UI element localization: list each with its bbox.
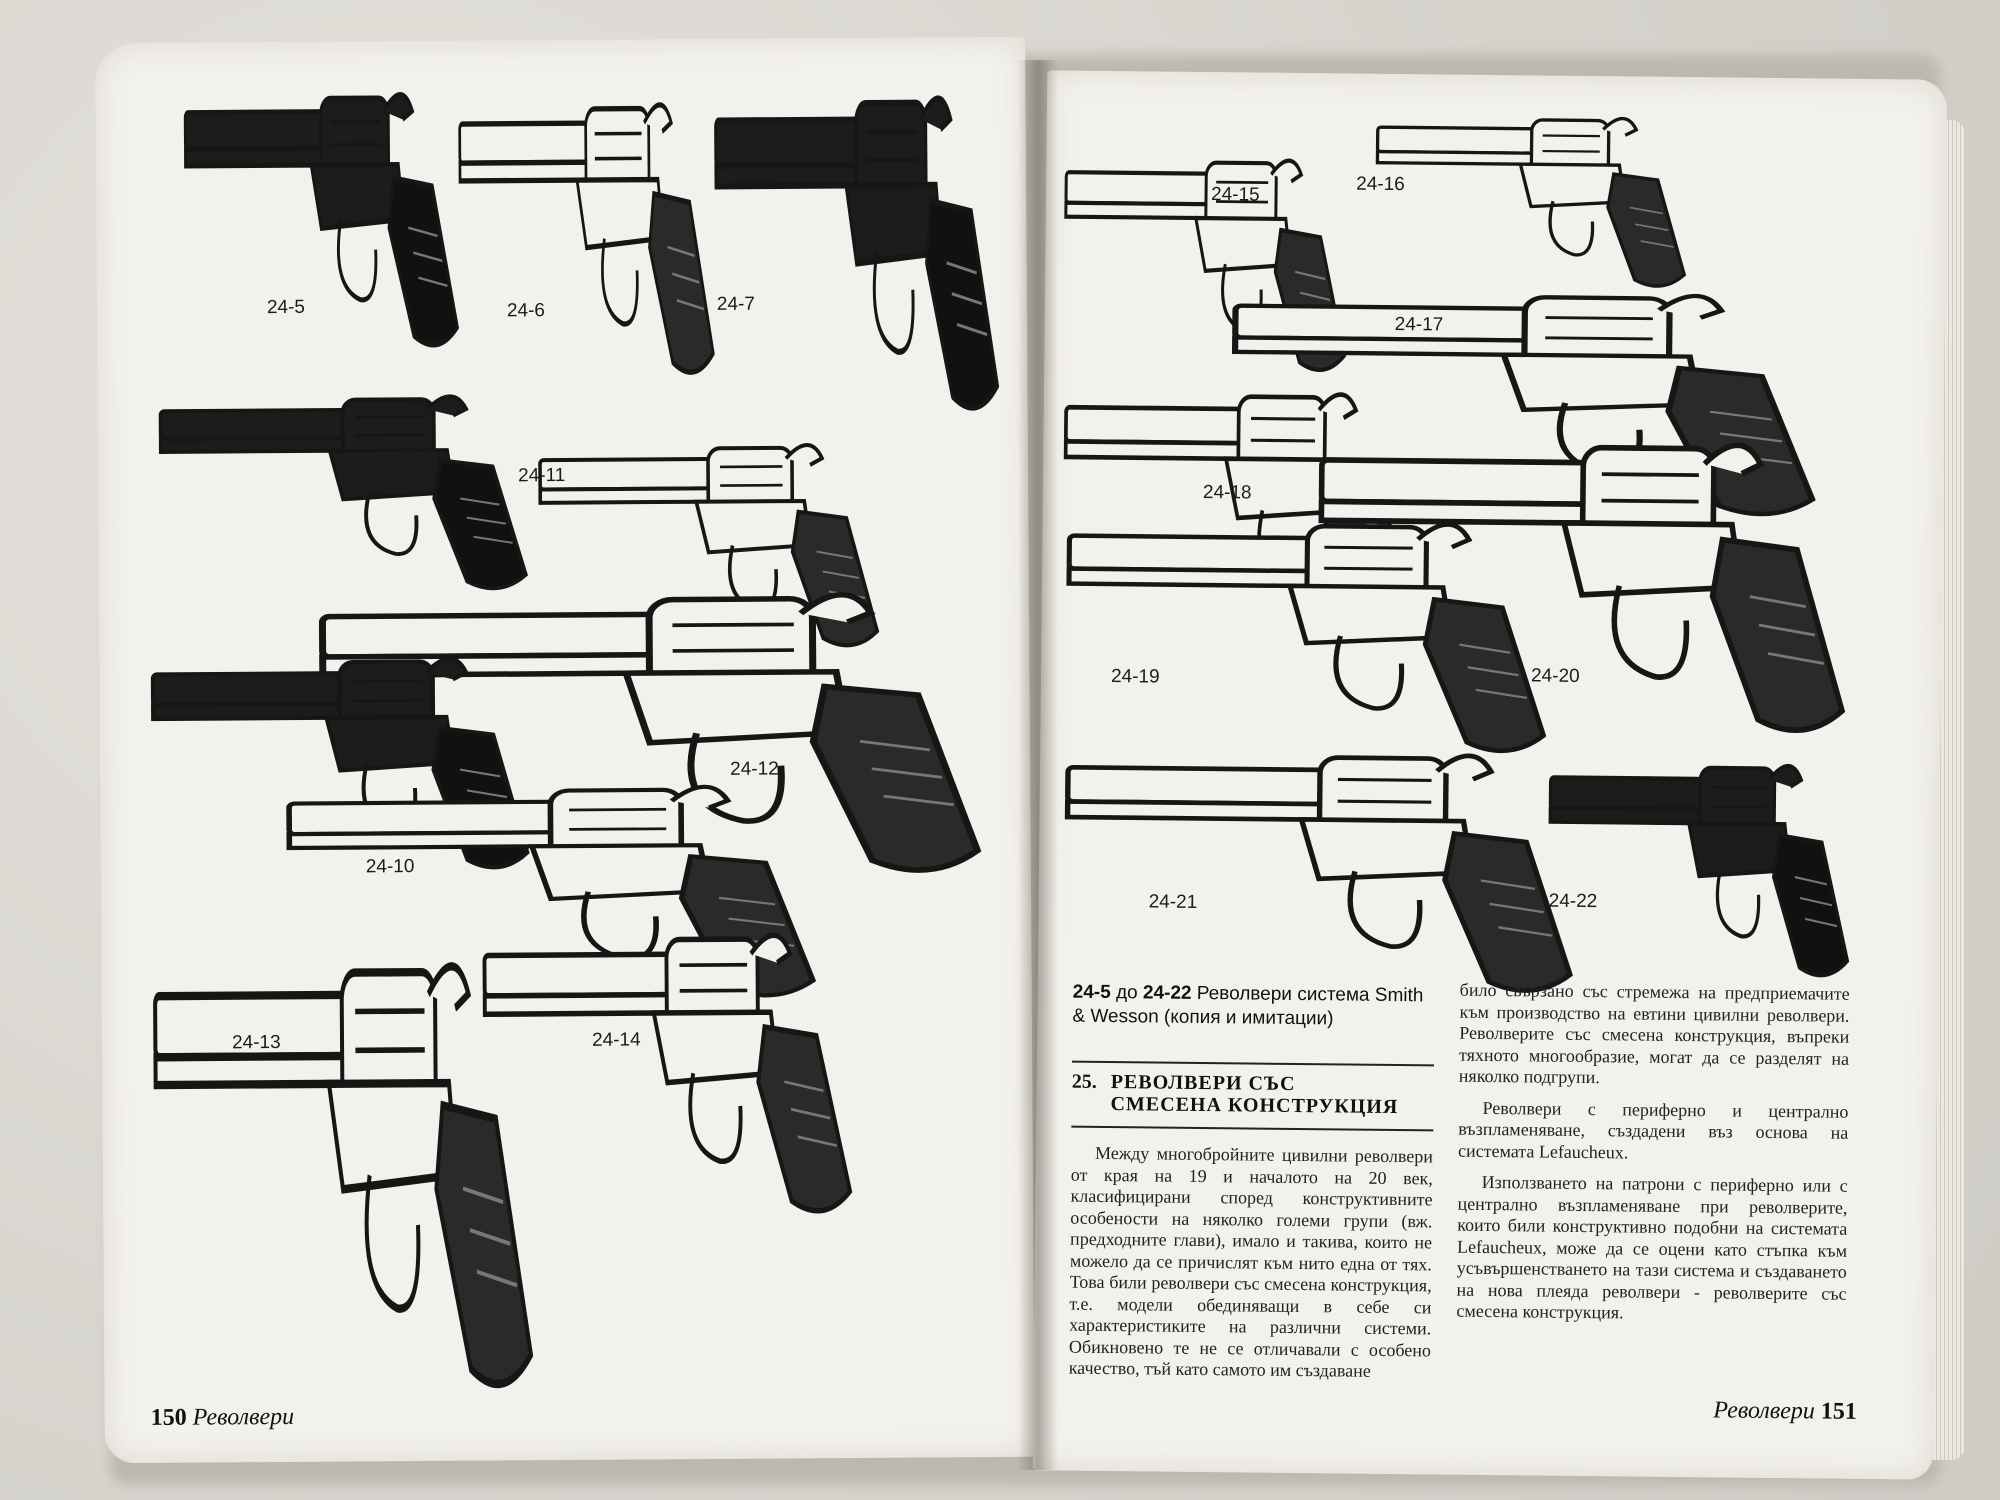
section-heading: 25. РЕВОЛВЕРИ СЪС СМЕСЕНА КОНСТРУКЦИЯ — [1071, 1071, 1431, 1119]
revolver-illustration — [471, 898, 863, 1231]
revolver-illustration — [1048, 720, 1591, 1006]
revolver-illustration — [1538, 736, 1861, 989]
revolver-illustration — [450, 69, 722, 391]
paragraph: Револвери с периферно и централно възпла… — [1457, 1097, 1849, 1162]
right-page: 24-15 24-16 24-17 — [1032, 70, 1948, 1480]
figure-label: 24-8 — [378, 471, 417, 493]
revolver-illustration — [1300, 403, 1864, 749]
text-column-1: Между многобройните цивилни револвери от… — [1068, 1142, 1434, 1393]
text-column-2: било свързано със стремежа на предприема… — [1456, 980, 1850, 1337]
caption-range-start: 24-5 — [1072, 981, 1111, 1004]
figure-label: 24-14 — [591, 1029, 641, 1051]
paragraph: Между многобройните цивилни револвери от… — [1068, 1142, 1434, 1381]
revolver-illustration — [1050, 490, 1563, 765]
right-running-title: Револвери — [1713, 1397, 1815, 1425]
figure-label: 24-6 — [506, 300, 546, 322]
revolver-illustration — [528, 418, 890, 661]
revolver-illustration — [270, 758, 832, 1012]
figure-label: 24-20 — [1530, 665, 1580, 687]
paragraph: Използването на патрони с периферно или … — [1456, 1171, 1848, 1323]
section-rule-bottom — [1071, 1125, 1434, 1132]
right-page-number: 151 — [1820, 1398, 1857, 1425]
section-title: РЕВОЛВЕРИ СЪС СМЕСЕНА КОНСТРУКЦИЯ — [1110, 1071, 1399, 1119]
revolver-illustration — [141, 910, 544, 1413]
section-number: 25. — [1071, 1070, 1097, 1093]
figure-label: 24-13 — [231, 1031, 281, 1054]
paragraph: било свързано със стремежа на предприема… — [1458, 979, 1850, 1088]
caption-connector: до — [1115, 982, 1138, 1004]
figure-label: 24-10 — [365, 856, 415, 878]
right-folio: Револвери 151 — [1713, 1397, 1857, 1426]
figure-label: 24-22 — [1548, 890, 1598, 913]
left-folio: 150 Револвери — [151, 1404, 295, 1432]
revolver-illustration — [139, 630, 541, 883]
figure-label: 24-9 — [379, 721, 418, 743]
revolver-illustration — [299, 557, 1001, 892]
figure-label: 24-7 — [716, 293, 755, 315]
left-page: 24-5 24-6 24-7 — [95, 36, 1035, 1464]
revolver-illustration — [175, 61, 467, 363]
book-gutter — [1018, 60, 1058, 1470]
figure-caption: 24-5 до 24-22 Револвери система Smith & … — [1072, 981, 1432, 1033]
revolver-illustration — [705, 57, 1008, 429]
figure-label: 24-17 — [1394, 313, 1444, 336]
caption-range-end: 24-22 — [1142, 982, 1192, 1004]
figure-label: 24-11 — [518, 464, 566, 487]
left-running-title: Револвери — [192, 1403, 295, 1431]
figure-label: 24-5 — [266, 296, 306, 319]
revolver-illustration — [1054, 130, 1357, 383]
figure-label: 24-21 — [1148, 891, 1198, 913]
figure-label: 24-16 — [1356, 173, 1405, 196]
revolver-illustration — [147, 370, 539, 603]
figure-label: 24-19 — [1110, 666, 1160, 688]
section-rule-top — [1071, 1060, 1434, 1067]
figure-label: 24-15 — [1210, 184, 1260, 206]
revolver-illustration — [1365, 94, 1697, 297]
left-page-number: 150 — [150, 1404, 187, 1431]
